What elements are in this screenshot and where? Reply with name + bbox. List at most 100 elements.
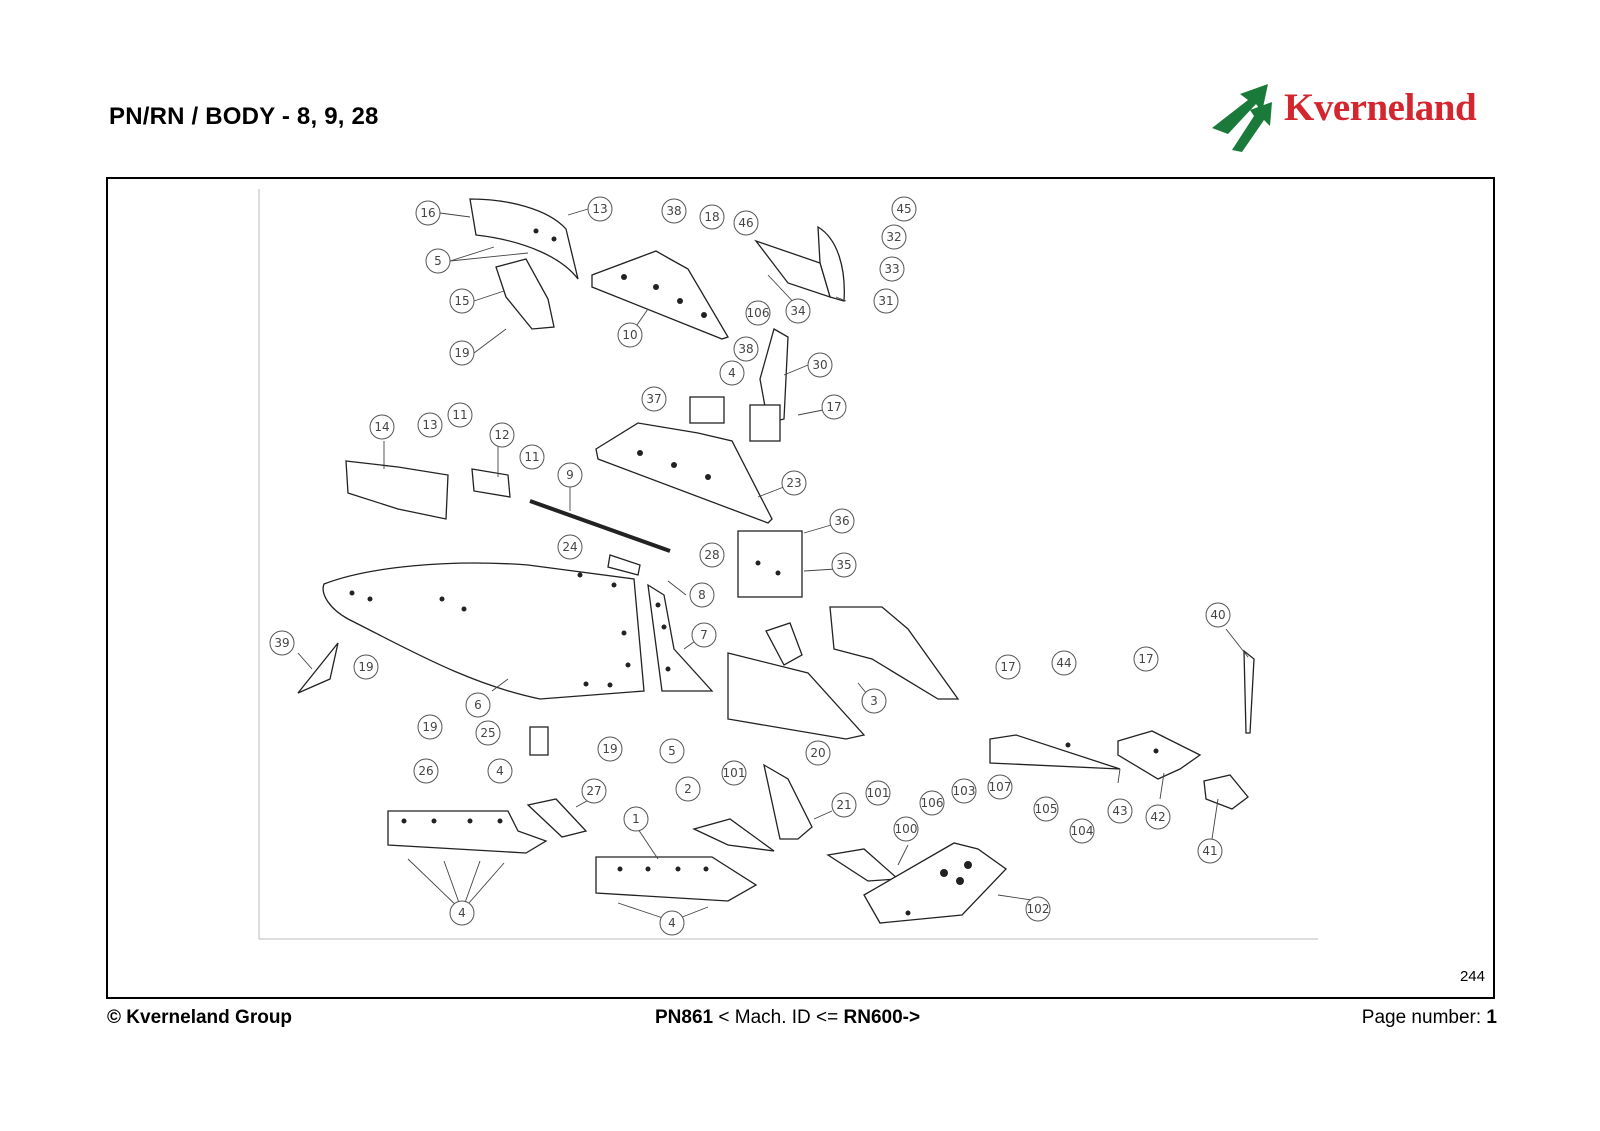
callout-105: 105 [1033,796,1059,822]
svg-text:6: 6 [474,698,482,712]
svg-text:7: 7 [700,628,708,642]
callout-31: 31 [873,288,899,314]
callout-25: 25 [475,720,501,746]
callout-33: 33 [879,256,905,282]
svg-text:4: 4 [458,906,466,920]
svg-text:12: 12 [494,428,509,442]
callout-13: 13 [587,196,613,222]
callout-17: 17 [821,394,847,420]
callout-18: 18 [699,204,725,230]
exploded-parts-drawing: 16 13 5 15 19 38 18 46 10 106 38 45 32 3… [258,189,1318,940]
svg-text:104: 104 [1071,824,1094,838]
svg-text:34: 34 [790,304,805,318]
callout-4b: 4 [487,758,513,784]
callout-43: 43 [1107,798,1133,824]
callout-21: 21 [831,792,857,818]
svg-text:19: 19 [358,660,373,674]
callout-11: 11 [447,402,473,428]
callout-4d: 4 [659,910,685,936]
svg-text:38: 38 [666,204,681,218]
svg-text:15: 15 [454,294,469,308]
svg-text:18: 18 [704,210,719,224]
machine-text: < Mach. ID <= [713,1007,844,1028]
svg-text:9: 9 [566,468,574,482]
svg-text:11: 11 [452,408,467,422]
machine-id-info: PN861 < Mach. ID <= RN600-> [655,1007,920,1029]
callout-1: 1 [623,806,649,832]
callout-19b: 19 [353,654,379,680]
machine-code: PN861 [655,1007,714,1028]
svg-text:1: 1 [632,812,640,826]
page-label: Page number: [1361,1007,1487,1028]
svg-text:20: 20 [810,746,825,760]
svg-text:3: 3 [870,694,878,708]
callout-35: 35 [831,552,857,578]
callout-41: 41 [1197,838,1223,864]
svg-text:35: 35 [836,558,851,572]
callout-28: 28 [699,542,725,568]
callout-32: 32 [881,224,907,250]
svg-text:10: 10 [622,328,637,342]
page-number: 1 [1486,1007,1497,1028]
svg-text:37: 37 [646,392,661,406]
callout-2: 2 [675,776,701,802]
callout-6: 6 [465,692,491,718]
callout-5: 5 [425,248,451,274]
callout-3: 3 [861,688,887,714]
callout-45: 45 [891,196,917,222]
callout-17b: 17 [995,654,1021,680]
callout-4c: 4 [449,900,475,926]
svg-text:106: 106 [921,796,944,810]
page-title: PN/RN / BODY - 8, 9, 28 [109,103,379,130]
svg-text:19: 19 [454,346,469,360]
callout-19: 19 [449,340,475,366]
callout-34: 34 [785,298,811,324]
callout-16: 16 [415,200,441,226]
callout-17c: 17 [1133,646,1159,672]
callout-106: 106 [745,300,771,326]
callout-9: 9 [557,462,583,488]
svg-text:38: 38 [738,342,753,356]
callout-46: 46 [733,210,759,236]
svg-text:4: 4 [728,366,736,380]
callout-26: 26 [413,758,439,784]
svg-text:33: 33 [884,262,899,276]
callout-20: 20 [805,740,831,766]
svg-text:42: 42 [1150,810,1165,824]
svg-text:16: 16 [420,206,435,220]
callout-15: 15 [449,288,475,314]
callout-11b: 11 [519,444,545,470]
callout-10: 10 [617,322,643,348]
callout-37: 37 [641,386,667,412]
svg-text:17: 17 [1000,660,1015,674]
callout-7: 7 [691,622,717,648]
callout-103: 103 [951,778,977,804]
callout-38: 38 [661,198,687,224]
callout-107: 107 [987,774,1013,800]
svg-text:31: 31 [878,294,893,308]
copyright: © Kverneland Group [107,1007,293,1028]
svg-text:24: 24 [562,540,577,554]
callout-13b: 13 [417,412,443,438]
kverneland-logo: Kverneland [1210,80,1500,152]
callout-24: 24 [557,534,583,560]
svg-text:106: 106 [747,306,770,320]
callout-42: 42 [1145,804,1171,830]
callout-101b: 101 [865,780,891,806]
svg-text:4: 4 [496,764,504,778]
callout-100: 100 [893,816,919,842]
svg-text:23: 23 [786,476,801,490]
callout-12: 12 [489,422,515,448]
svg-text:19: 19 [422,720,437,734]
svg-text:36: 36 [834,514,849,528]
svg-text:44: 44 [1056,656,1071,670]
svg-text:101: 101 [867,786,890,800]
svg-text:43: 43 [1112,804,1127,818]
callout-104: 104 [1069,818,1095,844]
svg-text:32: 32 [886,230,901,244]
svg-text:4: 4 [668,916,676,930]
callout-5b: 5 [659,738,685,764]
svg-text:40: 40 [1210,608,1225,622]
callout-14: 14 [369,414,395,440]
callout-106b: 106 [919,790,945,816]
